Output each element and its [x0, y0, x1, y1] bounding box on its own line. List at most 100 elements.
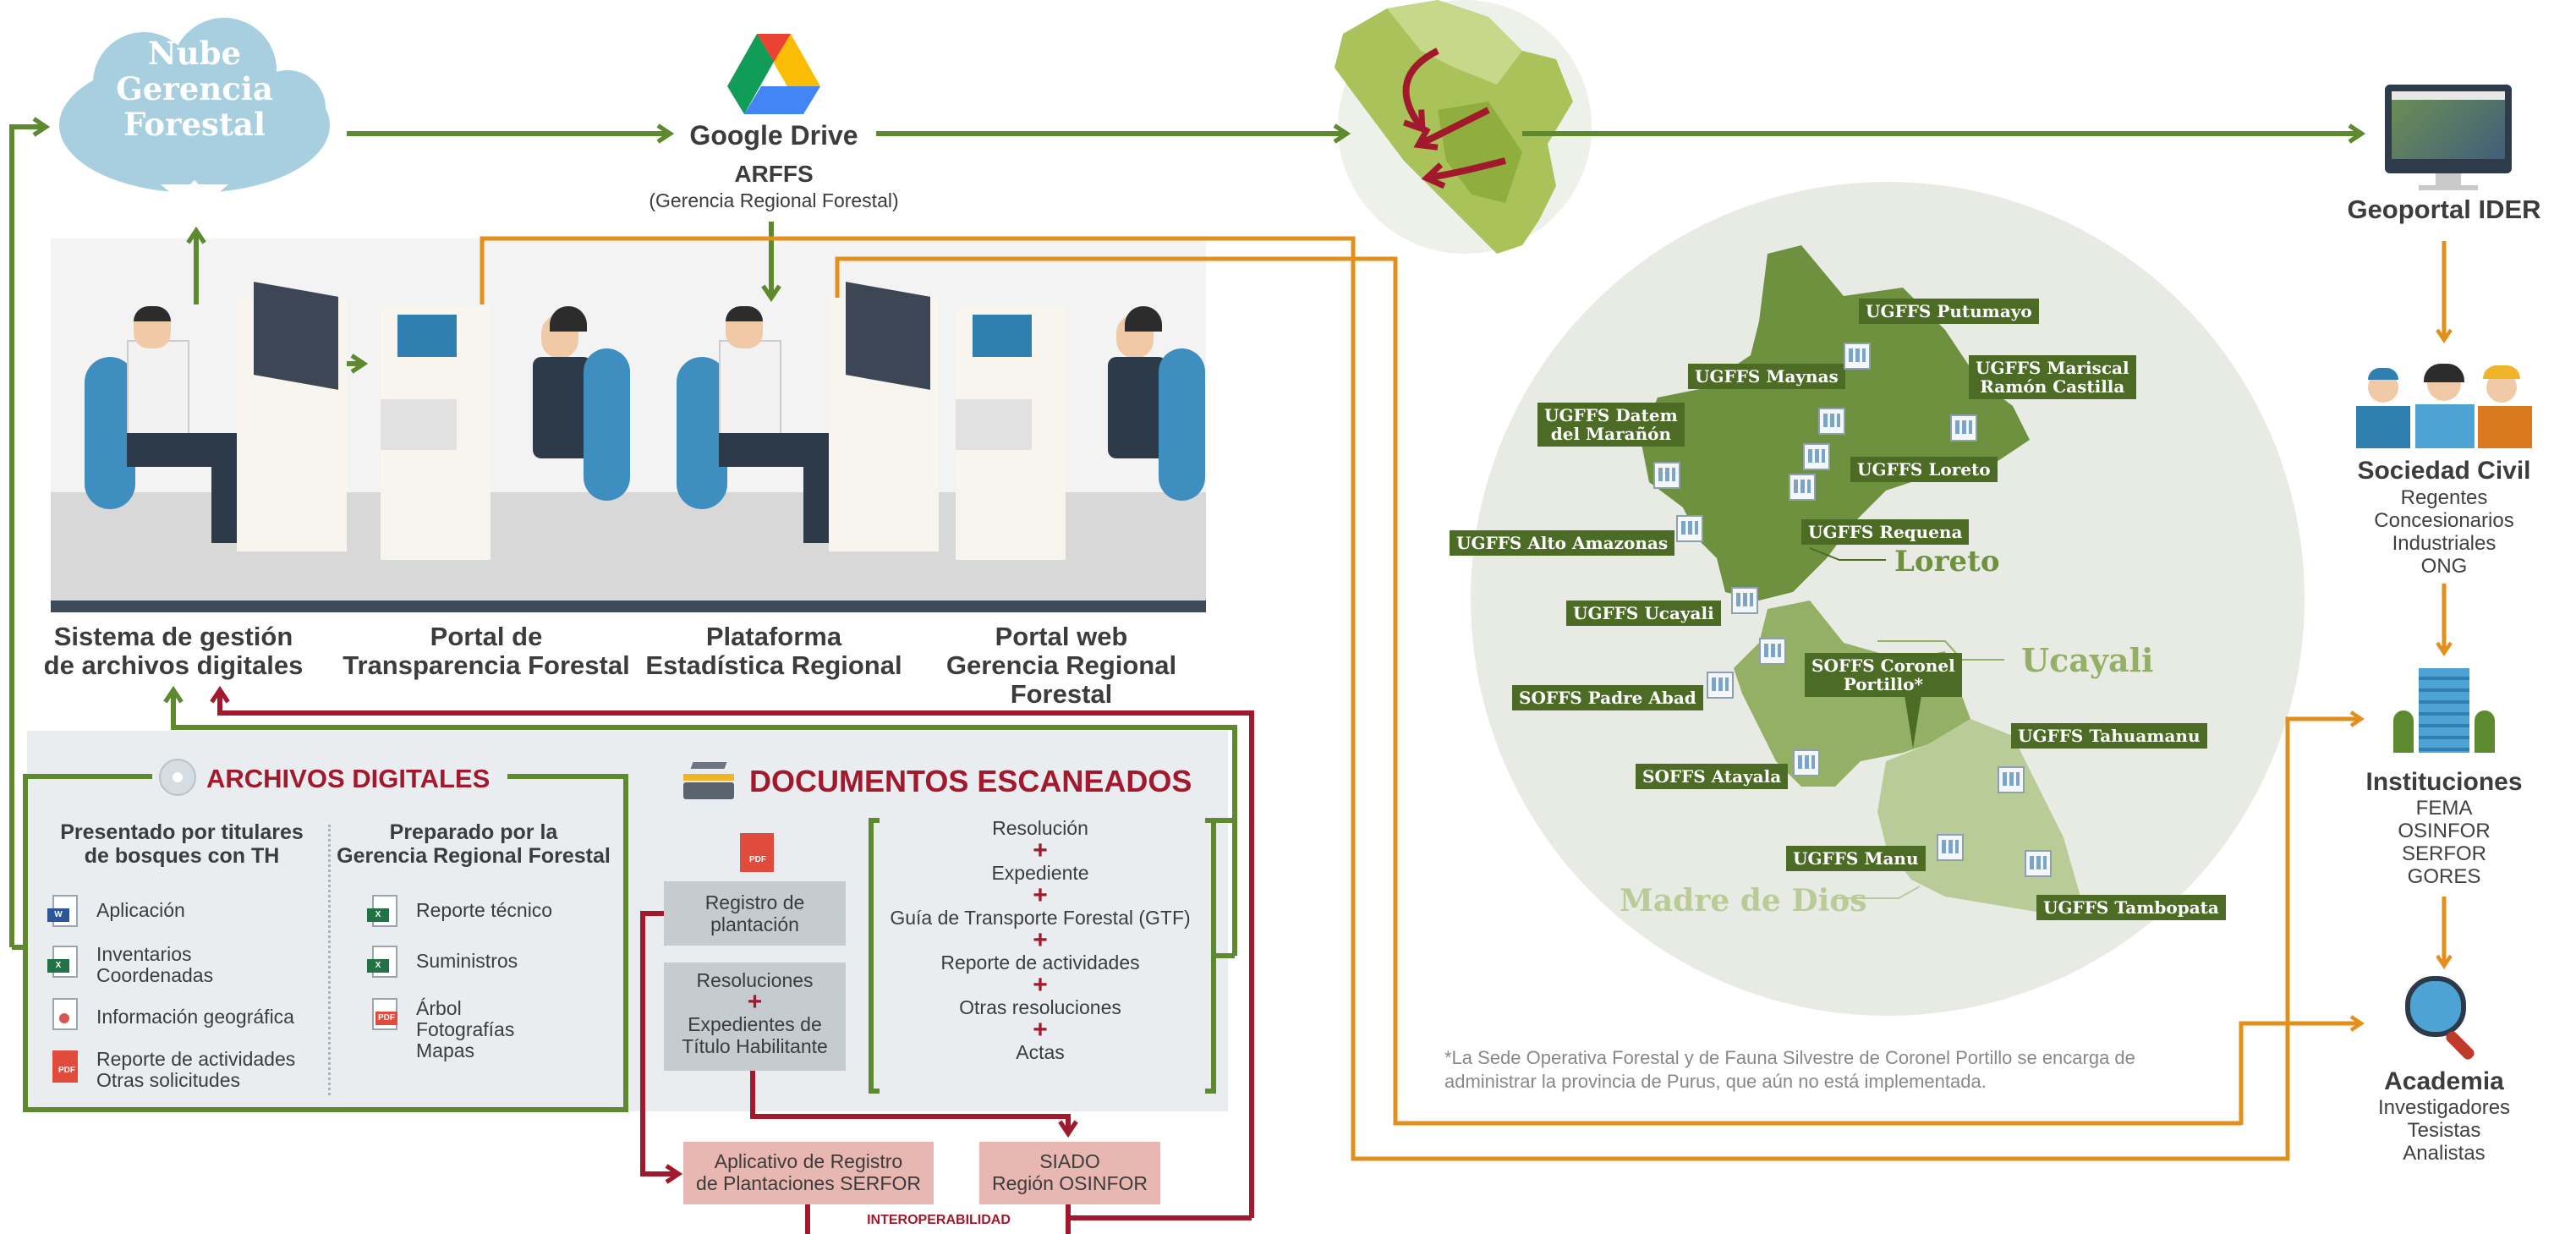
sociedad-item-4: ONG [2420, 555, 2468, 578]
tag-coronel: SOFFS Coronel Portillo* [1805, 653, 1962, 697]
building-icon [2393, 668, 2495, 753]
google-drive-icon [727, 34, 820, 114]
sociedad-items: Regentes Concesionarios Industriales ONG [2326, 486, 2562, 578]
excel-icon-2: X [367, 946, 397, 978]
doc-resolucion: Resolución [992, 817, 1088, 839]
excel-pdf-icon: X [367, 895, 397, 927]
archivos-right-heading: Preparado por la Gerencia Regional Fores… [334, 820, 613, 868]
registro-plantacion-box: Registro de plantación [664, 881, 846, 946]
tag-mariscal-line-1: UGFFS Mariscal [1976, 358, 2129, 378]
instituciones-items: FEMA OSINFOR SERFOR GORES [2326, 797, 2562, 888]
resoluciones-top: Resoluciones [696, 969, 814, 991]
word-pdf-icon: W [47, 895, 78, 927]
tag-atayala: SOFFS Atayala [1636, 764, 1789, 789]
file-inventarios-line-1: Inventarios [96, 943, 192, 965]
system-1-line-1: Sistema de gestión [53, 622, 293, 651]
cloud-line-1: Nube [147, 35, 242, 72]
doc-plus-2: + [1033, 881, 1048, 909]
instituciones-item-3: SERFOR [2401, 842, 2486, 865]
tag-mariscal: UGFFS Mariscal Ramón Castilla [1969, 355, 2136, 399]
file-reporte-line-2: Otras solicitudes [96, 1069, 241, 1091]
region-ucayali: Ucayali [2021, 641, 2154, 679]
system-4-line-2: Gerencia Regional Forestal [945, 650, 1177, 709]
system-caption-3: Plataforma Estadística Regional [639, 622, 909, 680]
tag-manu: UGFFS Manu [1786, 846, 1926, 871]
sociedad-civil-icon [2351, 364, 2546, 448]
serfor-line-1: Aplicativo de Registro [714, 1150, 903, 1172]
arffs-note: (Gerencia Regional Forestal) [649, 189, 899, 211]
scanner-icon [683, 762, 734, 799]
tag-tambopata: UGFFS Tambopata [2036, 895, 2226, 920]
left-heading-2: de bosques con TH [84, 844, 280, 868]
pdf-icon: PDF [52, 1050, 78, 1083]
file-arbol-line-3: Mapas [416, 1039, 475, 1061]
doc-gtf: Guía de Transporte Forestal (GTF) [890, 907, 1191, 929]
siado-line-2: Región OSINFOR [991, 1172, 1148, 1194]
office-marker-tahuamanu [1998, 766, 2025, 793]
system-3-line-1: Plataforma [705, 622, 842, 651]
archivos-digitales-header: ARCHIVOS DIGITALES [152, 757, 507, 799]
office-marker-manu [1937, 834, 1964, 861]
cd-icon [159, 759, 196, 796]
instituciones-item-2: OSINFOR [2398, 820, 2491, 842]
file-reporte-line-1: Reporte de actividades [96, 1048, 296, 1070]
documentos-header: DOCUMENTOS ESCANEADOS [677, 757, 1201, 808]
pdf-map-icon: PDF [372, 998, 397, 1030]
instituciones-item-4: GORES [2407, 865, 2481, 888]
tag-datem-line-1: UGFFS Datem [1544, 405, 1678, 425]
tag-maynas: UGFFS Maynas [1688, 364, 1845, 389]
office-scene [51, 239, 1206, 611]
doc-plus-4: + [1033, 971, 1048, 999]
office-marker-datem [1653, 462, 1680, 489]
serfor-line-2: de Plantaciones SERFOR [696, 1172, 921, 1194]
right-heading-2: Gerencia Regional Forestal [337, 844, 611, 868]
map-footnote: *La Sede Operativa Forestal y de Fauna S… [1444, 1046, 2135, 1094]
tag-requena: UGFFS Requena [1801, 519, 1970, 545]
office-marker-alto [1676, 515, 1703, 542]
office-marker-loreto-1 [1803, 443, 1830, 470]
cloud-line-3: Forestal [123, 106, 266, 143]
worker-1 [85, 282, 355, 594]
magnifier-icon [2402, 973, 2486, 1062]
worker-2 [381, 306, 651, 594]
system-caption-4: Portal web Gerencia Regional Forestal [922, 622, 1201, 709]
academia-item-1: Investigadores [2377, 1096, 2511, 1119]
geoportal-title: Geoportal IDER [2347, 195, 2541, 224]
system-1-line-2: de archivos digitales [43, 650, 304, 680]
right-heading-1: Preparado por la [389, 820, 558, 844]
file-arbol-line-1: Árbol [416, 997, 462, 1019]
sociedad-item-2: Concesionarios [2374, 509, 2514, 532]
archivos-divider [328, 825, 331, 1095]
file-info-geografica: Información geográfica [96, 1006, 294, 1028]
google-drive-title: Google Drive [689, 120, 858, 151]
tag-coronel-line-1: SOFFS Coronel [1811, 655, 1955, 676]
office-marker-padre [1707, 672, 1734, 699]
resoluciones-bottom-1: Expedientes de [688, 1013, 822, 1035]
interoperabilidad-label: INTEROPERABILIDAD [812, 1213, 1066, 1228]
pdf-scan-icon: PDF [740, 833, 774, 872]
doc-actas: Actas [1016, 1041, 1065, 1063]
cloud-line-2: Gerencia [116, 70, 273, 107]
geoportal-ider: Geoportal IDER [2343, 85, 2546, 228]
sociedad-item-1: Regentes [2400, 486, 2488, 509]
region-madre-de-dios: Madre de Dios [1620, 883, 1867, 919]
resoluciones-bottom-2: Título Habilitante [682, 1035, 828, 1057]
resoluciones-box: Resoluciones + Expedientes de Título Hab… [664, 963, 846, 1071]
tag-tahuamanu: UGFFS Tahuamanu [2011, 723, 2207, 749]
region-loreto: Loreto [1894, 545, 2000, 579]
academia-item-3: Analistas [2403, 1142, 2486, 1165]
doc-plus-5: + [1033, 1016, 1048, 1044]
archivos-left-heading: Presentado por titulares de bosques con … [42, 820, 321, 868]
academia-items: Investigadores Tesistas Analistas [2326, 1096, 2562, 1165]
system-4-line-1: Portal web [995, 622, 1128, 651]
archivos-title: ARCHIVOS DIGITALES [206, 764, 491, 793]
worker-4 [956, 306, 1226, 594]
cloud-gerencia-forestal: Nube Gerencia Forestal [51, 15, 338, 214]
system-caption-2: Portal de Transparencia Forestal [334, 622, 639, 680]
instituciones-title: Instituciones [2365, 768, 2523, 796]
office-marker-loreto-2 [1789, 474, 1816, 501]
office-marker-tambopata [2025, 850, 2052, 877]
tag-putumayo: UGFFS Putumayo [1859, 299, 2039, 324]
worker-3 [677, 282, 947, 594]
